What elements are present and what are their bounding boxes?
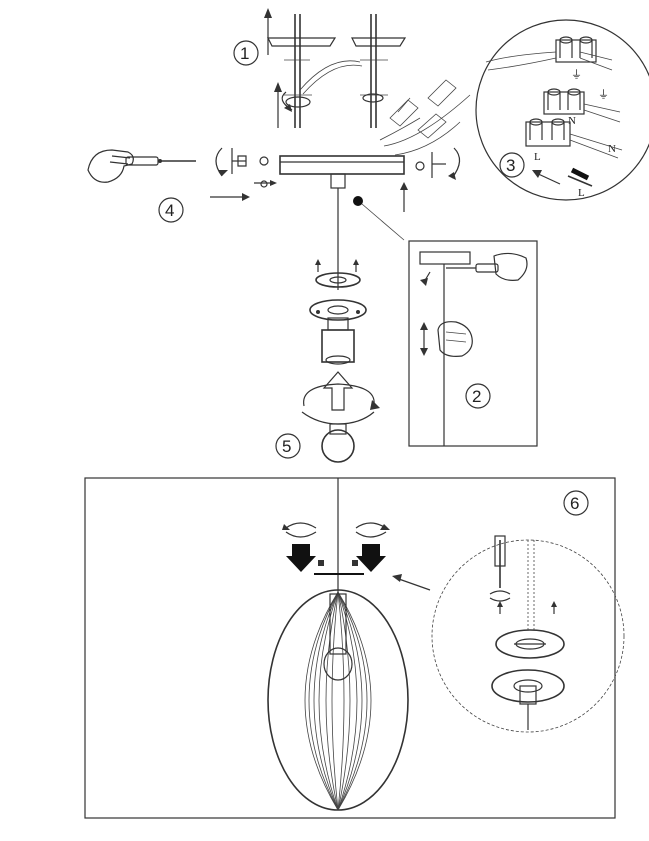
step1-ceiling-fixing: 1 <box>233 8 407 128</box>
terminal-l-lower: L <box>534 151 541 163</box>
wire-connectors <box>379 79 471 156</box>
terminal-n-lower: N <box>608 143 616 155</box>
detail-leader <box>361 203 405 241</box>
step2-cable-adjust: 2 <box>408 240 538 447</box>
detail-marker <box>353 196 363 206</box>
step-number-5: 5 <box>282 437 291 456</box>
step-number-2: 2 <box>472 387 481 406</box>
step5-bulb-install: 5 <box>275 240 380 463</box>
step-number-3: 3 <box>506 156 515 175</box>
step4-canopy-attach: 4 <box>87 147 461 240</box>
earth-label-2: ⏚ <box>598 88 609 101</box>
wire-l-label: L <box>578 187 585 199</box>
step-number-6: 6 <box>570 494 579 513</box>
step3-terminal-block: ⏚ ⏚ N L N L 3 <box>475 19 649 201</box>
step6-shade-fitting: 6 <box>84 477 625 819</box>
step-number-1: 1 <box>240 44 249 63</box>
terminal-n-upper: N <box>568 115 576 127</box>
earth-label: ⏚ <box>571 68 582 81</box>
step-number-4: 4 <box>165 201 174 220</box>
